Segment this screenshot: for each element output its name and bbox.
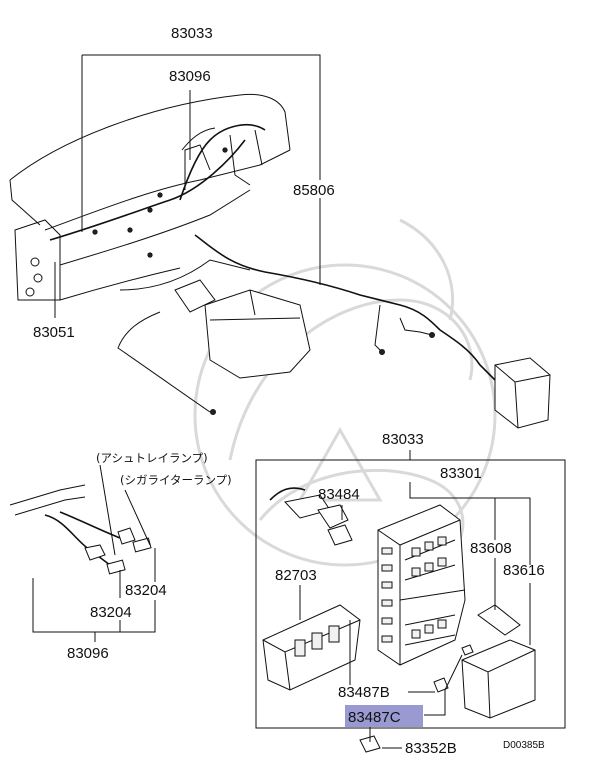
fuse-slots bbox=[381, 536, 447, 643]
label-83033-top: 83033 bbox=[171, 25, 213, 42]
junction-box-illustration bbox=[262, 450, 536, 753]
label-83608: 83608 bbox=[470, 540, 512, 557]
highlight-83487c bbox=[345, 705, 423, 727]
label-83204-right: 83204 bbox=[125, 582, 167, 599]
dashboard-illustration bbox=[9, 54, 551, 429]
label-83033-bottom: 83033 bbox=[382, 431, 424, 448]
label-83487c: 83487C bbox=[348, 709, 401, 726]
label-83096-bottom: 83096 bbox=[67, 645, 109, 662]
label-83051: 83051 bbox=[33, 324, 75, 341]
label-83487b: 83487B bbox=[338, 684, 390, 701]
label-85806: 85806 bbox=[293, 182, 335, 199]
label-83301: 83301 bbox=[440, 465, 482, 482]
label-cigar-lighter-lamp: (シガライターランプ) bbox=[120, 473, 232, 487]
label-83352b: 83352B bbox=[405, 740, 457, 757]
label-82703: 82703 bbox=[275, 567, 317, 584]
label-83616: 83616 bbox=[503, 562, 545, 579]
diagram-code: D00385B bbox=[503, 740, 545, 751]
label-83096-top: 83096 bbox=[169, 68, 211, 85]
label-83204-left: 83204 bbox=[90, 604, 132, 621]
label-83484: 83484 bbox=[318, 486, 360, 503]
label-ashtray-lamp: (アシュトレイランプ) bbox=[96, 451, 208, 465]
lamp-socket-illustration bbox=[9, 464, 156, 642]
